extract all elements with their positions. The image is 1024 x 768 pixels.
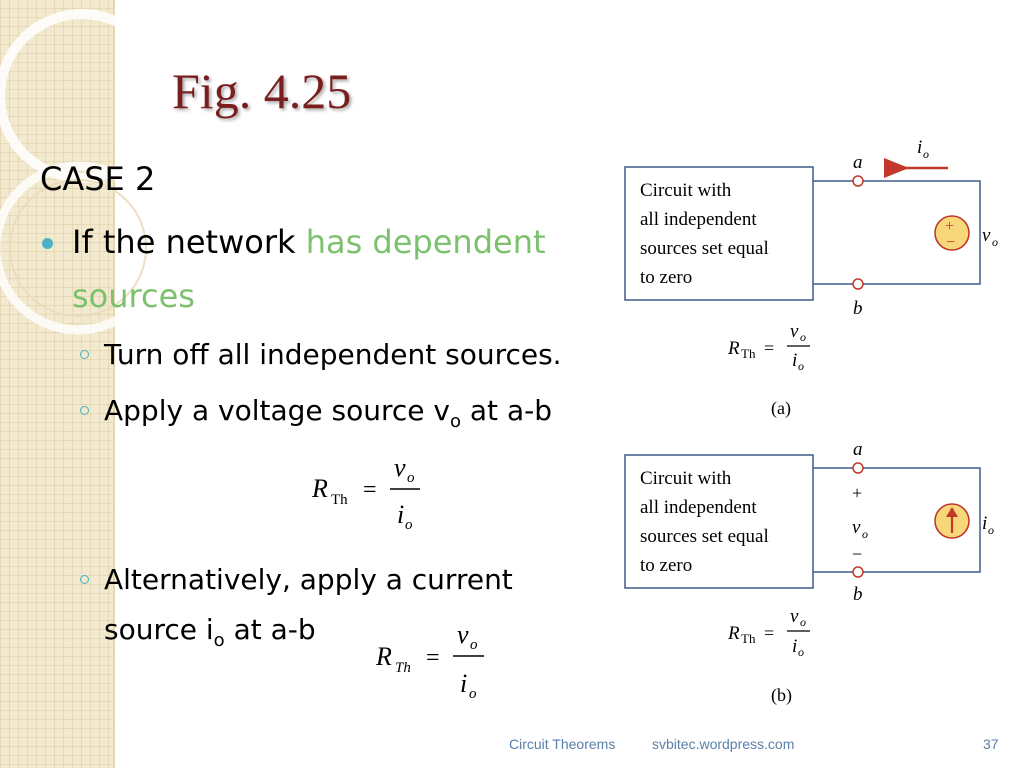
fig-a-formula-lhs: R [727,338,740,359]
bullet-prefix: If the network [72,223,306,261]
decorative-circles [0,9,169,335]
sub-bullet-ring-2 [80,406,89,415]
fig-a-formula-eq: = [764,338,774,358]
eq2-num: v [457,620,469,649]
sub-item-2-after: at a-b [461,394,552,427]
fig-a-wire [813,180,981,285]
fig-b-caption: (b) [771,685,792,706]
eq2-den-sub: o [469,686,477,702]
equation-1: R Th = v o i o [311,453,420,533]
figure-a: Circuit with all independent sources set… [624,137,998,419]
sub-item-3-subscript: o [213,630,225,651]
fig-a-formula-den-sub: o [798,359,804,373]
strip-edge [113,0,115,768]
fig-b-label-b: b [853,584,863,605]
fig-a-node-b [852,278,864,290]
fig-a-formula-num-sub: o [800,330,806,344]
fig-b-circuit-box [624,454,814,589]
fig-b-formula-sub: Th [741,631,756,646]
fig-b-box-line-2: all independent [640,497,757,518]
eq2-lhs: R [375,642,392,671]
bullet-highlight-1: has dependent [305,223,546,261]
fig-b-source-arrow-head [946,507,958,517]
fig-b-source-label: i [982,513,987,534]
fig-b-formula-num-sub: o [800,615,806,629]
slide-title: Fig. 4.25 [172,63,352,119]
fig-a-formula-sub: Th [741,346,756,361]
eq1-num: v [394,453,406,482]
fig-a-box-line-4: to zero [640,267,692,288]
footer-title: Circuit Theorems [509,736,616,752]
sub-item-3-after: at a-b [224,613,316,646]
fig-b-formula-lhs: R [727,623,740,644]
eq2-eq: = [426,645,440,671]
sub-item-2: Apply a voltage source vo at a-b [104,394,552,432]
fig-a-label-a: a [853,152,863,173]
fig-b-voltage-sub: o [862,527,868,541]
sub-item-3-line1: Alternatively, apply a current [104,563,513,596]
figure-b: Circuit with all independent sources set… [624,439,994,706]
fig-b-minus: − [852,544,862,564]
fig-b-node-a [852,462,864,474]
fig-b-node-b [852,566,864,578]
fig-a-label-b: b [853,298,863,319]
bullet-dot [42,238,53,249]
fig-b-source-sub: o [988,523,994,537]
fig-a-source-minus: − [946,234,955,251]
fig-b-box-line-4: to zero [640,555,692,576]
deco-circle-lower-inner [9,179,147,317]
eq1-lhs-sub: Th [331,492,348,508]
left-decorative-strip [0,0,113,768]
bullet-text-line1: If the network has dependent [72,223,546,261]
fig-b-box-line-3: sources set equal [640,526,769,547]
eq1-num-sub: o [407,470,415,486]
fig-a-source-sub: o [992,235,998,249]
fig-b-box-line-1: Circuit with [640,468,732,489]
fig-b-voltage-label: v [852,517,861,538]
fig-a-voltage-source [934,215,970,251]
fig-b-wire [813,467,981,573]
fig-a-current-sub: o [923,147,929,161]
fig-a-node-a [852,175,864,187]
deco-circle-large [0,9,169,183]
fig-b-formula-num: v [790,606,799,627]
fig-a-current-label: i [917,137,922,158]
fig-a-caption: (a) [771,398,791,419]
eq2-den: i [460,669,467,698]
sub-bullet-ring-3 [80,575,89,584]
equation-2: R Th = v o i o [375,620,484,702]
footer-site: svbitec.wordpress.com [652,736,795,752]
deco-circle-lower [0,161,165,335]
fig-b-formula-den: i [792,636,797,657]
footer-page-number: 37 [983,736,999,752]
fig-a-source-plus: + [945,218,954,235]
fig-b-plus: + [852,483,862,503]
case-label: CASE 2 [40,160,156,198]
eq1-lhs: R [311,474,328,503]
eq1-den-sub: o [405,517,413,533]
sub-item-1: Turn off all independent sources. [104,338,562,371]
fig-b-label-a: a [853,439,863,460]
fig-b-formula-eq: = [764,623,774,643]
sub-bullet-ring-1 [80,350,89,359]
eq2-num-sub: o [470,637,478,653]
eq1-eq: = [363,477,377,503]
fig-a-source-label: v [982,225,991,246]
fig-a-box-line-2: all independent [640,209,757,230]
sub-item-3-line2: source io at a-b [104,613,316,651]
fig-b-formula-den-sub: o [798,645,804,659]
eq2-lhs-sub: Th [395,660,411,676]
sub-item-2-before: Apply a voltage source v [104,394,450,427]
fig-a-box-line-1: Circuit with [640,180,732,201]
fig-a-formula-num: v [790,321,799,342]
fig-a-formula-den: i [792,350,797,371]
eq1-den: i [397,500,404,529]
fig-a-box-line-3: sources set equal [640,238,769,259]
fig-a-circuit-box [624,166,814,301]
sub-item-3-before: source i [104,613,214,646]
sub-item-2-subscript: o [449,411,461,432]
bullet-highlight-2: sources [72,277,195,315]
